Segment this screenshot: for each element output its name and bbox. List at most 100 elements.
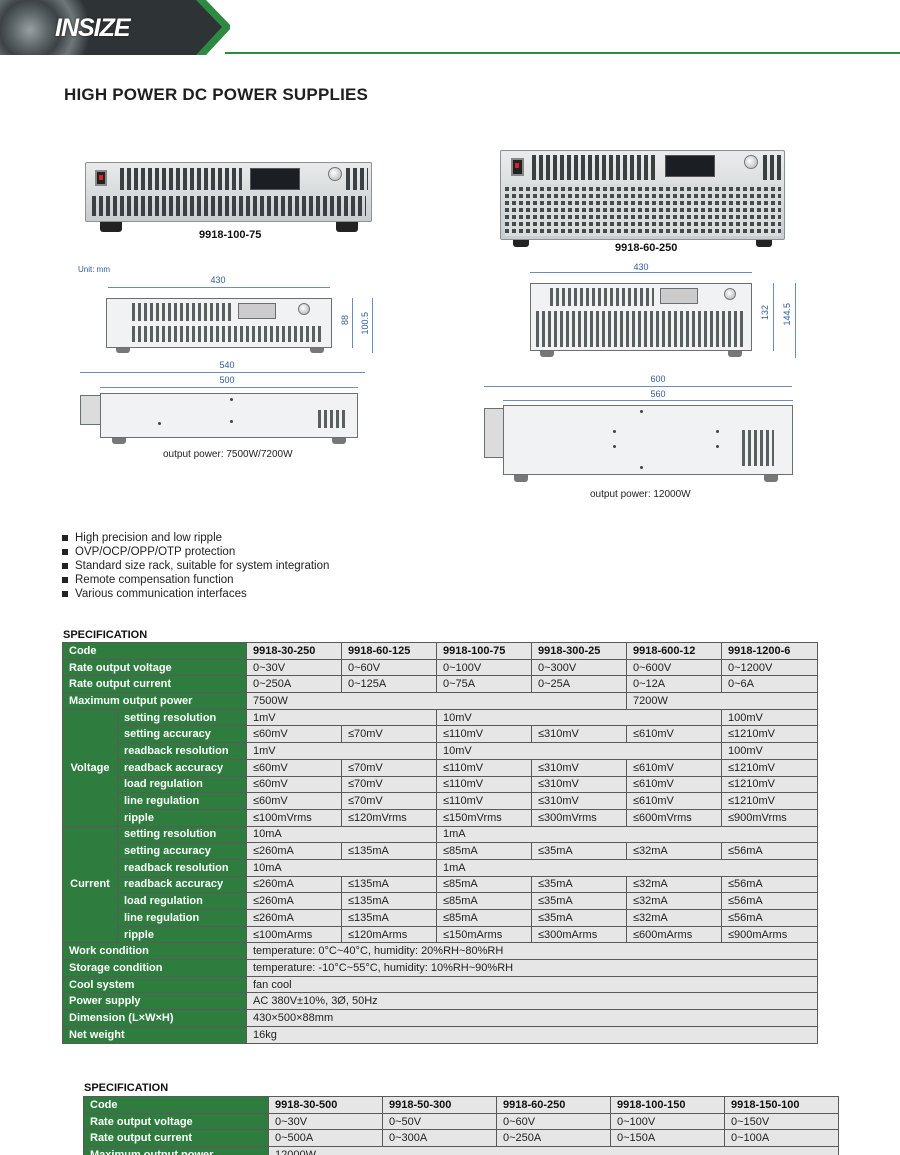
feature-item: High precision and low ripple	[62, 531, 329, 545]
cell: ≤610mV	[626, 725, 722, 744]
row-label: Power supply	[62, 992, 247, 1011]
cell: ≤610mV	[626, 792, 722, 810]
cell: ≤610mV	[626, 758, 722, 777]
cell: 0~30V	[268, 1112, 383, 1131]
row-label: Rate output current	[83, 1129, 269, 1148]
cell: temperature: 0°C~40°C, humidity: 20%RH~8…	[246, 942, 818, 961]
table-row: Voltage setting resolution 1mV 10mV 100m…	[62, 708, 818, 827]
cell: 0~150A	[610, 1129, 725, 1148]
cell: 1mV	[246, 742, 437, 760]
cell: ≤85mA	[436, 892, 532, 910]
cell: ≤35mA	[531, 842, 627, 860]
cell: ≤60mV	[246, 725, 342, 744]
table-row: ripple ≤100mArms ≤120mArms ≤150mArms ≤30…	[63, 925, 818, 944]
row-label: ripple	[117, 808, 247, 827]
cell: 0~100V	[436, 658, 532, 677]
row-label: line regulation	[117, 909, 247, 927]
cell: 0~60V	[341, 658, 437, 677]
dimension-depth-b: 500	[219, 375, 235, 385]
feature-item: OVP/OCP/OPP/OTP protection	[62, 545, 329, 559]
cell: ≤135mA	[341, 875, 437, 894]
cell: ≤56mA	[721, 909, 818, 927]
row-label: readback accuracy	[117, 875, 247, 894]
cell: ≤100mArms	[246, 925, 342, 944]
cell: ≤310mV	[531, 792, 627, 810]
dimension-depth-a: 540	[219, 360, 235, 370]
cell: 430×500×88mm	[246, 1009, 818, 1027]
cell: 10mV	[436, 742, 722, 760]
table-row: Power supply AC 380V±10%, 3Ø, 50Hz	[62, 992, 818, 1011]
cell: 0~300V	[531, 658, 627, 677]
row-label: Storage condition	[62, 959, 247, 977]
model-code: 9918-150-100	[724, 1096, 839, 1114]
cell: AC 380V±10%, 3Ø, 50Hz	[246, 992, 818, 1011]
cell: ≤70mV	[341, 775, 437, 794]
cell: ≤260mA	[246, 892, 342, 910]
row-label: load regulation	[117, 892, 247, 910]
cell: ≤70mV	[341, 725, 437, 744]
table-row: readback accuracy ≤60mV ≤70mV ≤110mV ≤31…	[63, 758, 818, 777]
unit-label: Unit: mm	[78, 265, 110, 274]
model-code: 9918-30-500	[268, 1096, 383, 1114]
cell: 0~100A	[724, 1129, 839, 1148]
table-row: load regulation ≤60mV ≤70mV ≤110mV ≤310m…	[63, 775, 818, 794]
cell: ≤60mV	[246, 758, 342, 777]
table-row: Storage condition temperature: -10°C~55°…	[62, 959, 818, 977]
cell: ≤135mA	[341, 842, 437, 860]
dimension-height-a: 132	[760, 305, 770, 321]
dimension-depth-a: 600	[650, 374, 666, 384]
cell: 100mV	[721, 742, 818, 760]
output-power-note: output power: 12000W	[590, 489, 691, 500]
spec-heading: SPECIFICATION	[84, 1082, 169, 1094]
row-label: Code	[62, 642, 247, 660]
cell: 0~75A	[436, 675, 532, 694]
table-row: Current setting resolution 10mA 1mA	[62, 825, 818, 944]
table-row: Rate output voltage 0~30V 0~60V 0~100V 0…	[62, 658, 818, 677]
cell: ≤260mA	[246, 875, 342, 894]
product-model-label: 9918-60-250	[615, 242, 678, 254]
cell: ≤85mA	[436, 909, 532, 927]
table-row: line regulation ≤260mA ≤135mA ≤85mA ≤35m…	[63, 909, 818, 927]
cell: ≤110mV	[436, 725, 532, 744]
cell: ≤32mA	[626, 909, 722, 927]
model-code: 9918-60-125	[341, 642, 437, 660]
cell: ≤310mV	[531, 725, 627, 744]
row-label: Net weight	[62, 1025, 247, 1044]
dimension-height-b: 144.5	[782, 303, 792, 326]
table-row: line regulation ≤60mV ≤70mV ≤110mV ≤310m…	[63, 792, 818, 810]
spec-table: Code 9918-30-500 9918-50-300 9918-60-250…	[83, 1096, 839, 1155]
table-row: Cool system fan cool	[62, 975, 818, 994]
row-label: setting resolution	[117, 825, 247, 844]
model-code: 9918-300-25	[531, 642, 627, 660]
table-row: Code 9918-30-500 9918-50-300 9918-60-250…	[83, 1096, 839, 1114]
cell: 0~125A	[341, 675, 437, 694]
table-row: load regulation ≤260mA ≤135mA ≤85mA ≤35m…	[63, 892, 818, 910]
cell: ≤150mArms	[436, 925, 532, 944]
cell: 0~50V	[382, 1112, 497, 1131]
model-code: 9918-60-250	[496, 1096, 611, 1114]
cell: ≤135mA	[341, 909, 437, 927]
cell: ≤600mVrms	[626, 808, 722, 827]
cell: ≤70mV	[341, 792, 437, 810]
table-row: Code 9918-30-250 9918-60-125 9918-100-75…	[62, 642, 818, 660]
cell: 0~1200V	[721, 658, 818, 677]
row-label: readback accuracy	[117, 758, 247, 777]
cell: ≤150mVrms	[436, 808, 532, 827]
output-power-note: output power: 7500W/7200W	[163, 449, 293, 460]
cell: ≤35mA	[531, 892, 627, 910]
cell: ≤300mArms	[531, 925, 627, 944]
cell: ≤35mA	[531, 909, 627, 927]
table-row: setting accuracy ≤260mA ≤135mA ≤85mA ≤35…	[63, 842, 818, 860]
cell: 10mV	[436, 708, 722, 727]
table-row: readback resolution 10mA 1mA	[63, 858, 818, 877]
row-label: Dimension (L×W×H)	[62, 1009, 247, 1027]
cell: ≤1210mV	[721, 758, 818, 777]
cell: temperature: -10°C~55°C, humidity: 10%RH…	[246, 959, 818, 977]
cell: ≤110mV	[436, 775, 532, 794]
cell: ≤60mV	[246, 792, 342, 810]
feature-list: High precision and low ripple OVP/OCP/OP…	[62, 531, 329, 601]
row-label: setting accuracy	[117, 725, 247, 744]
table-row: readback accuracy ≤260mA ≤135mA ≤85mA ≤3…	[63, 875, 818, 894]
cell: 100mV	[721, 708, 818, 727]
cell: 0~25A	[531, 675, 627, 694]
